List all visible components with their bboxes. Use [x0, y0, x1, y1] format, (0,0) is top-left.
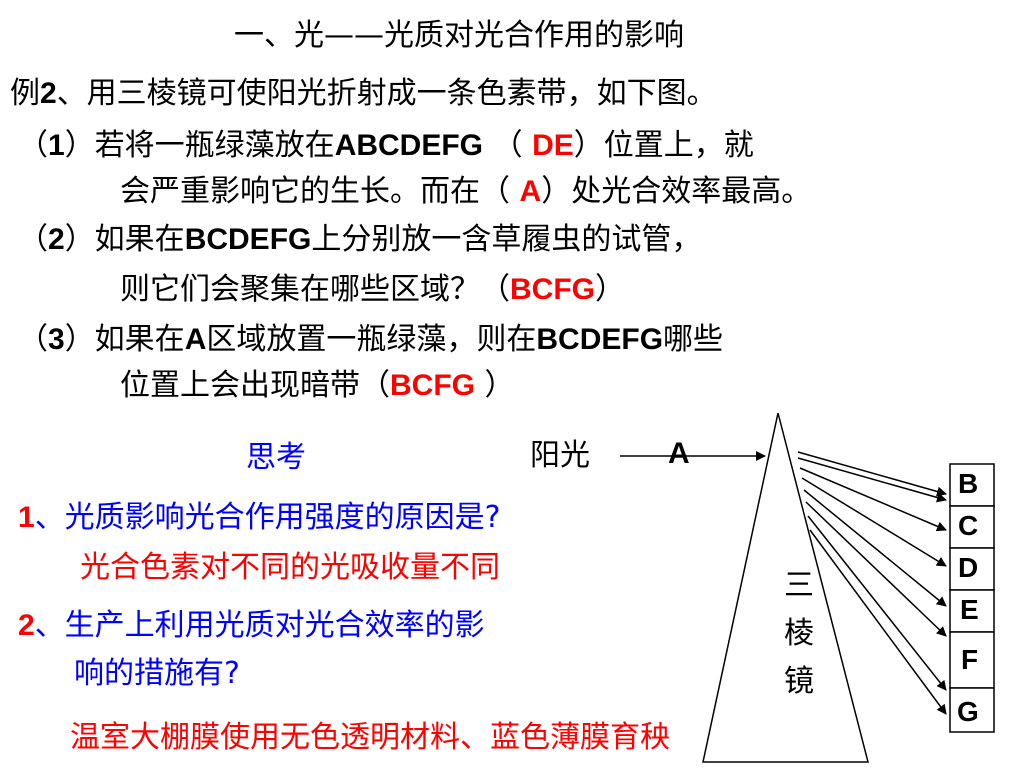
q3-text-a: ）如果在 [64, 322, 185, 357]
q1-text-c: ）位置上，就 [573, 128, 754, 163]
q2-answer: BCFG [510, 273, 595, 306]
q1-text-b: （ [483, 128, 533, 163]
ray-d [801, 477, 947, 567]
prism-label-char-3: 镜 [784, 664, 814, 699]
ray-f [807, 515, 947, 691]
band-label-g: G [957, 696, 979, 727]
q1-line2-b: ）处光合效率最高。 [541, 174, 812, 209]
q2-line2-b: ） [595, 272, 625, 307]
think-q1-text: 、光质影响光合作用强度的原因是? [34, 500, 501, 535]
band-label-e: E [960, 594, 979, 625]
band-box-d [949, 547, 995, 591]
prism-label-char-2: 棱 [784, 616, 814, 651]
question-3-line-2: 位置上会出现暗带（BCFG ） [120, 368, 515, 404]
example-line: 例2、用三棱镜可使阳光折射成一条色素带，如下图。 [10, 76, 717, 112]
q2-text-b: 上分别放一含草履虫的试管， [311, 222, 702, 257]
think-q1-number: 1 [18, 501, 35, 534]
think-question-2-line-1: 2、生产上利用光质对光合效率的影 [18, 608, 485, 644]
band-box-c [949, 505, 995, 549]
band-box-e [949, 589, 995, 633]
sunlight-label: 阳光 [530, 438, 590, 473]
example-prefix: 例 [10, 76, 40, 111]
q2-open: （ [18, 222, 48, 257]
prism-label-char-1: 三 [784, 568, 814, 603]
ray-b-1 [797, 451, 947, 497]
q3-number: 3 [48, 323, 65, 356]
q1-number: 1 [48, 129, 65, 162]
q3-line2-b: ） [475, 368, 515, 403]
band-label-b: B [958, 468, 979, 499]
q1-answer-1: DE [532, 129, 574, 162]
question-1-line-1: （1）若将一瓶绿藻放在ABCDEFG （ DE）位置上，就 [18, 128, 754, 164]
ray-b-2 [797, 457, 947, 503]
q3-open: （ [18, 322, 48, 357]
question-2-line-2: 则它们会聚集在哪些区域？（BCFG） [120, 272, 625, 308]
color-band-boxes [949, 463, 995, 733]
band-box-g [949, 687, 995, 733]
q2-number: 2 [48, 223, 65, 256]
q2-segment: BCDEFG [184, 223, 312, 256]
think-answer-1: 光合色素对不同的光吸收量不同 [80, 550, 500, 585]
refracted-rays [797, 451, 947, 715]
q2-line2-a: 则它们会聚集在哪些区域？（ [120, 272, 510, 307]
ray-g [809, 529, 947, 715]
think-q2-number: 2 [18, 609, 35, 642]
think-label: 思考 [246, 440, 306, 475]
band-label-f: F [961, 644, 979, 675]
question-1-line-2: 会严重影响它的生长。而在（ A）处光合效率最高。 [120, 174, 811, 210]
ray-e [803, 489, 947, 607]
think-question-1: 1、光质影响光合作用强度的原因是? [18, 500, 501, 536]
think-q2-text-a: 、生产上利用光质对光合效率的影 [34, 608, 485, 643]
q1-open: （ [18, 128, 48, 163]
q1-line2-a: 会严重影响它的生长。而在（ [120, 174, 520, 209]
question-2-line-1: （2）如果在BCDEFG上分别放一含草履虫的试管， [18, 222, 701, 258]
band-label-d: D [958, 552, 979, 583]
think-question-2-line-2: 响的措施有? [74, 656, 240, 691]
q1-text-a: ）若将一瓶绿藻放在 [64, 128, 335, 163]
q2-text-a: ）如果在 [64, 222, 185, 257]
point-a-label: A [668, 437, 690, 470]
q3-segment: A [184, 323, 207, 356]
q3-segment-2: BCDEFG [536, 323, 664, 356]
q1-answer-2: A [519, 175, 542, 208]
q3-line2-a: 位置上会出现暗带（ [120, 368, 390, 403]
prism-triangle [702, 412, 869, 763]
band-label-c: C [958, 510, 979, 541]
ray-e-2 [805, 501, 947, 637]
page-title: 一、光——光质对光合作用的影响 [234, 18, 684, 53]
example-number: 2 [40, 77, 57, 110]
example-text: 、用三棱镜可使阳光折射成一条色素带，如下图。 [56, 76, 717, 111]
q1-segment: ABCDEFG [334, 129, 484, 162]
q3-text-b: 区域放置一瓶绿藻，则在 [206, 322, 537, 357]
ray-c [799, 467, 947, 532]
think-answer-2: 温室大棚膜使用无色透明材料、蓝色薄膜育秧 [70, 720, 670, 755]
q3-text-c: 哪些 [663, 322, 724, 357]
question-3-line-1: （3）如果在A区域放置一瓶绿藻，则在BCDEFG哪些 [18, 322, 723, 358]
q3-answer: BCFG [390, 369, 475, 402]
